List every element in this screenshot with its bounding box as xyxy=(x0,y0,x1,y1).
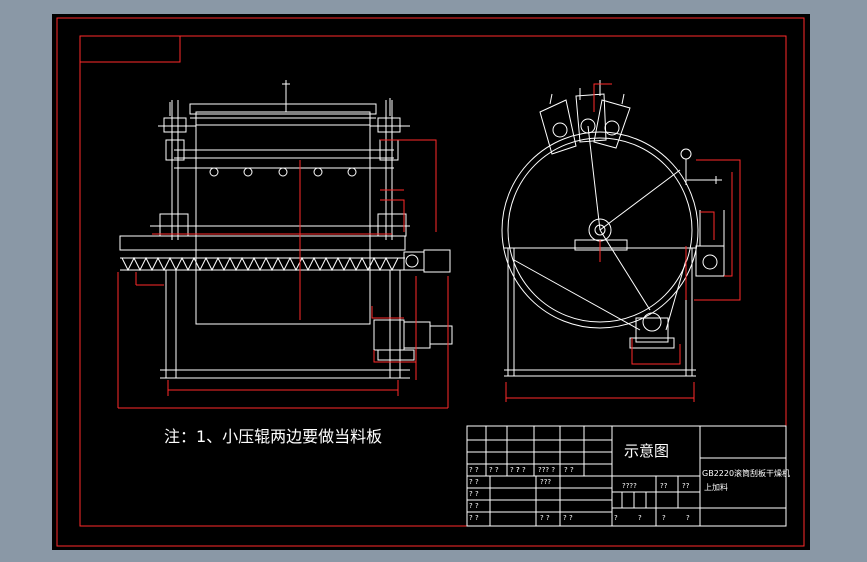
tb-cell-b1: ? ? xyxy=(469,490,479,498)
tb-bot-3: ? xyxy=(686,514,690,522)
note-text: 注：1、小压辊两边要做当料板 xyxy=(164,427,382,446)
tb-bot-2: ? xyxy=(662,514,666,522)
tb-mid-1: ?? xyxy=(660,482,668,490)
tb-cell-a1: ? ? xyxy=(489,466,499,474)
tb-bot-0: ? xyxy=(614,514,618,522)
tb-mid-0: ???? xyxy=(622,482,637,490)
model-sub: 上加料 xyxy=(704,482,728,492)
model-name: GB2220滚筒刮板干燥机 xyxy=(702,468,790,478)
tb-cell-b0: ? ? xyxy=(469,478,479,486)
tb-cell-a5: ? ? xyxy=(564,466,574,474)
tb-cell-c2: ? ? xyxy=(540,514,550,522)
inner-border xyxy=(79,35,787,527)
tb-bot-1: ? xyxy=(638,514,642,522)
outer-border xyxy=(56,17,805,547)
tb-cell-a3: ? ? xyxy=(516,466,526,474)
tb-cell-c3: ? ? xyxy=(563,514,573,522)
tb-cell-a4: ??? ? xyxy=(538,466,555,474)
tb-cell-c1: ? ? xyxy=(469,514,479,522)
tb-cell-b2: ??? xyxy=(540,478,551,486)
tb-mid-2: ?? xyxy=(682,482,690,490)
front-view xyxy=(117,80,453,409)
drawing-title: 示意图 xyxy=(624,442,669,460)
title-block xyxy=(466,425,787,527)
tb-cell-c0: ? ? xyxy=(469,502,479,510)
side-view xyxy=(501,80,741,402)
tb-cell-a2: ? ? xyxy=(510,466,520,474)
tb-cell-a0: ? ? xyxy=(469,466,479,474)
top-left-label-box xyxy=(80,36,181,63)
